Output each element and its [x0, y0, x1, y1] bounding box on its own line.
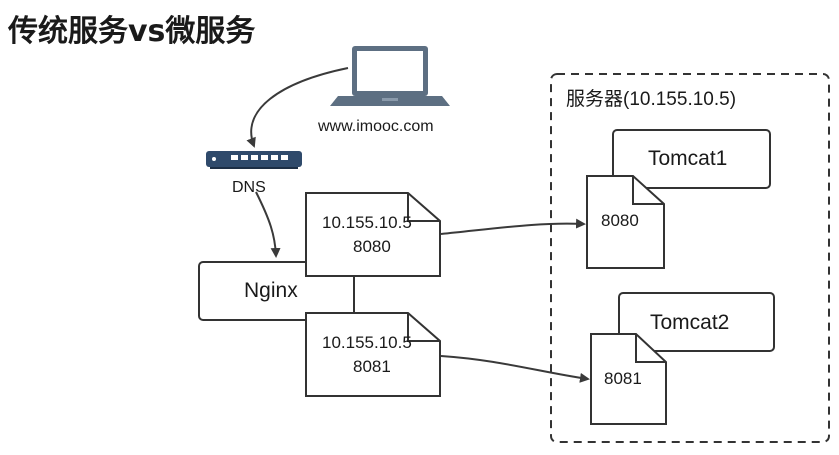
route2-ip: 10.155.10.5 — [322, 333, 412, 352]
tomcat2-port-document — [590, 333, 667, 425]
route-document-1 — [305, 192, 441, 277]
route1-port: 8080 — [353, 237, 391, 256]
server-container — [550, 73, 830, 443]
route-document-2 — [305, 312, 441, 397]
tomcat1-box — [612, 129, 771, 189]
dns-label: DNS — [232, 179, 266, 196]
dns-to-nginx-arrow — [255, 191, 281, 258]
page-title: 传统服务vs微服务 — [8, 14, 256, 49]
route2-arrow — [440, 355, 590, 383]
tomcat2-label: Tomcat2 — [650, 311, 730, 334]
tomcat1-label: Tomcat1 — [648, 147, 728, 170]
route2-port: 8081 — [353, 357, 391, 376]
laptop-icon — [330, 46, 450, 106]
nginx-label: Nginx — [244, 279, 298, 302]
route1-ip: 10.155.10.5 — [322, 213, 412, 232]
route1-arrow — [440, 218, 586, 235]
tomcat1-port: 8080 — [601, 211, 639, 230]
network-switch-icon — [206, 151, 302, 169]
server-label: 服务器(10.155.10.5) — [566, 89, 737, 110]
tomcat2-box — [618, 292, 775, 352]
tomcat2-port: 8081 — [604, 369, 642, 388]
client-to-dns-arrow — [246, 67, 349, 148]
tomcat1-port-document — [586, 175, 665, 269]
client-url-label: www.imooc.com — [318, 118, 434, 135]
